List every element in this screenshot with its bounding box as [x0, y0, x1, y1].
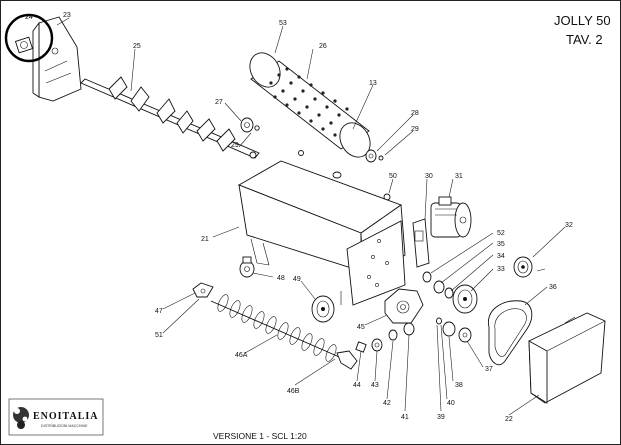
part-49-wheel: [311, 295, 335, 323]
label-38: 38: [455, 382, 463, 389]
label-46B: 46B: [287, 388, 300, 395]
part-labels: 24 23 25 53 26 13 27 29 28 29 50 30 31 2…: [25, 12, 573, 423]
part-34-35-bearings: [422, 271, 454, 299]
part-45-flange: [384, 288, 424, 324]
drawing-plate: TAV. 2: [566, 32, 603, 47]
part-24-gear: [14, 36, 34, 54]
label-30: 30: [425, 173, 433, 180]
label-39: 39: [437, 414, 445, 421]
label-40: 40: [447, 400, 455, 407]
part-47-end-bearing: [192, 282, 214, 298]
part-26-perforated-drum: [249, 52, 371, 158]
label-35: 35: [497, 241, 505, 248]
part-21-trough-body: [237, 160, 406, 306]
label-32: 32: [565, 222, 573, 229]
label-47: 47: [155, 308, 163, 315]
drawing-title: JOLLY 50: [554, 13, 611, 28]
label-50: 50: [389, 173, 397, 180]
label-34: 34: [497, 253, 505, 260]
part-28-washer: [365, 149, 384, 163]
part-33-pulley: [452, 284, 478, 314]
part-48-caster-wheel: [239, 256, 255, 278]
label-27: 27: [215, 99, 223, 106]
label-31: 31: [455, 173, 463, 180]
label-24: 24: [25, 14, 33, 21]
label-21: 21: [201, 236, 209, 243]
label-41: 41: [401, 414, 409, 421]
part-22-belt-guard: [528, 312, 606, 404]
screw-icon: [298, 150, 304, 156]
label-13: 13: [369, 80, 377, 87]
logo-tagline: DISTRIBUZIONI MACCHINE: [41, 424, 88, 428]
part-36-belt: [487, 300, 533, 366]
label-43: 43: [371, 382, 379, 389]
label-49: 49: [293, 276, 301, 283]
label-45: 45: [357, 324, 365, 331]
part-32-pulley: [513, 256, 546, 278]
label-36: 36: [549, 284, 557, 291]
part-30-motor-plate: [412, 218, 430, 268]
label-53: 53: [279, 20, 287, 27]
label-48: 48: [277, 275, 285, 282]
part-31-motor: [430, 196, 472, 238]
label-46A: 46A: [235, 352, 248, 359]
part-43-44-nut: [355, 338, 383, 353]
label-29b: 29: [411, 126, 419, 133]
label-22: 22: [505, 416, 513, 423]
label-33: 33: [497, 266, 505, 273]
grape-leaf-icon: [13, 407, 29, 429]
label-23: 23: [63, 12, 71, 19]
label-44: 44: [353, 382, 361, 389]
highlight-circle: [4, 13, 54, 63]
label-26: 26: [319, 43, 327, 50]
part-46A-auger: [210, 294, 358, 370]
enoitalia-logo: ENOITALIA DISTRIBUZIONI MACCHINE: [8, 398, 104, 436]
leader-lines: [56, 17, 566, 416]
logo-brand-name: ENOITALIA: [33, 411, 99, 422]
part-41-42-seals: [388, 322, 415, 341]
label-52: 52: [497, 230, 505, 237]
label-42: 42: [383, 400, 391, 407]
label-37: 37: [485, 366, 493, 373]
part-25-paddle-shaft: [80, 76, 260, 159]
nut-icon: [332, 171, 342, 179]
label-25: 25: [133, 43, 141, 50]
part-23-bracket: [32, 16, 82, 102]
part-27-bushing: [240, 117, 260, 133]
label-29a: 29: [231, 142, 239, 149]
label-51: 51: [155, 332, 163, 339]
label-28: 28: [411, 110, 419, 117]
version-scale-note: VERSIONE 1 - SCL 1:20: [213, 431, 307, 441]
part-38-40-bearings: [436, 317, 472, 343]
